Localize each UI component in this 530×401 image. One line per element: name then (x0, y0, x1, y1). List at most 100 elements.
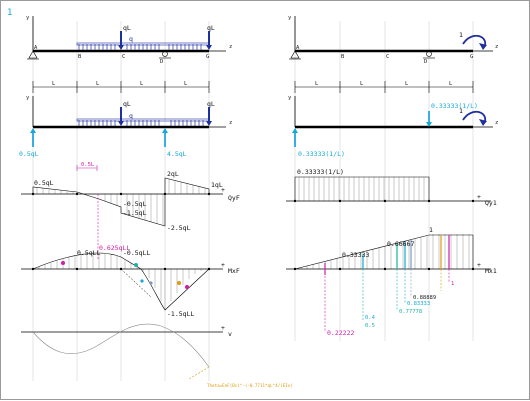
left-span-label-3: L (140, 81, 144, 87)
infl-label-1: 1 (451, 281, 454, 287)
right-node-a: A (296, 45, 300, 51)
left-axis-z2-label: z (229, 120, 232, 126)
infl-label-088889: 0.88889 (413, 295, 436, 301)
right-span-label-4: L (449, 81, 453, 87)
distributed-load-2 (78, 120, 204, 126)
right-beam-2: y z 1 0.33333(1/L) 0.33333(1/L) (288, 95, 498, 158)
right-dimension-line: L L L L (294, 81, 474, 93)
reaction-a-arrow (30, 128, 36, 133)
right-moment-label-1: 1 (429, 226, 433, 234)
right-support-a (289, 50, 301, 60)
right-moment-hatch (300, 234, 470, 269)
right-moment-label-033: 0.33333 (342, 251, 369, 259)
moment-load-arc (462, 34, 486, 46)
distributed-load-1 (78, 44, 202, 50)
right-moment-axis-name: Mx1 (485, 267, 497, 275)
right-reaction-d-arrow (426, 122, 432, 127)
moment-load-arrowhead (479, 43, 487, 50)
left-node-b: B (78, 54, 82, 60)
shear-axis-sign: + (221, 186, 225, 194)
right-axis-z2-label: z (495, 120, 498, 126)
shear-label-05qL: 0.5qL (34, 179, 54, 187)
shear-label-m05qL: -0.5qL (123, 200, 147, 208)
infl-label-077778: 0.77778 (399, 309, 422, 315)
infl-label-05: 0.5 (365, 323, 375, 329)
right-shear-hatch (298, 177, 425, 201)
moment-marker-2 (134, 263, 138, 267)
moment-axis-sign: + (221, 261, 225, 269)
load-q2-label: q (129, 112, 133, 120)
right-span-label-1: L (315, 81, 319, 87)
right-reaction-a-arrow (292, 128, 298, 133)
shear-label-2qL: 2qL (167, 170, 179, 178)
right-shear-label: 0.33333(1/L) (297, 168, 344, 176)
left-axis-y-label: y (26, 15, 30, 21)
point-load-g-label: qL (207, 24, 215, 32)
right-shear-axis-sign: + (477, 193, 481, 201)
left-dimension-line: L L L L (32, 81, 210, 93)
load-q-label: q (129, 35, 133, 43)
right-span-label-2: L (360, 81, 364, 87)
moment-marker-3 (140, 279, 144, 283)
shear-zero-label: 0.5L (81, 162, 95, 168)
left-support-d (159, 51, 171, 59)
point-load-c-label: qL (123, 24, 131, 32)
right-support-d (423, 51, 435, 59)
left-node-g: G (206, 54, 209, 60)
moment-label-m05qLL: -0.5qLL (123, 249, 150, 257)
infl-label-022222: 0.22222 (327, 329, 354, 337)
reaction-a-label: 0.5qL (19, 150, 39, 158)
panel-number: 1 (7, 8, 12, 18)
point-load-g2-label: qL (207, 100, 215, 108)
moment-axis-name: MxF (228, 267, 240, 275)
left-span-label-1: L (52, 81, 56, 87)
shear-label-m25qL: -2.5qL (167, 224, 191, 232)
shear-axis-name: QyF (228, 194, 240, 202)
moment-label-05qLL: 0.5qLL (77, 249, 101, 257)
left-beam-1: y z q qL qL (26, 15, 232, 65)
moment-marker-4 (149, 281, 153, 285)
right-shear-diagram: 0.33333(1/L) + Qy1 (286, 168, 497, 207)
infl-label-04: 0.4 (365, 315, 376, 321)
right-reaction-a-label: 0.33333(1/L) (298, 150, 345, 158)
deflection-note: Theta=EnF(Bc)^-(-0.7711*qL^4/(EIx) (207, 383, 293, 388)
right-span-label-3: L (405, 81, 409, 87)
deflection-axis-sign: + (221, 324, 225, 332)
right-reaction-d-label: 0.33333(1/L) (431, 102, 478, 110)
moment-load2-arrowhead (479, 119, 487, 126)
point-load-c2-label: qL (123, 100, 131, 108)
infl-label-083333: 0.83333 (407, 301, 430, 307)
left-node-c: C (122, 54, 125, 60)
left-span-label-2: L (96, 81, 100, 87)
left-support-a (27, 50, 39, 60)
moment-load2-arc (462, 110, 486, 122)
left-shear-diagram: 0.5L 0.5qL -0.5qL -1.5qL 2qL 1qL -2.5qL … (21, 162, 240, 259)
right-node-d: D (424, 59, 427, 65)
left-span-label-4: L (184, 81, 188, 87)
reaction-d-arrow (162, 128, 168, 133)
left-node-d: D (160, 59, 163, 65)
moment-label-0625qLL: 0.625qLL (99, 244, 130, 252)
right-axis-y-label: y (288, 15, 292, 21)
moment-marker-5 (177, 281, 181, 285)
right-node-b: B (341, 54, 345, 60)
moment-marker-6 (185, 285, 189, 289)
shear-label-m15qL: -1.5qL (123, 209, 147, 217)
deflection-axis-name: v (228, 330, 232, 338)
shear-hatch (36, 179, 206, 226)
left-beam-2: y z q qL qL 0.5qL (19, 95, 232, 158)
right-beam-1: y z 1 A B C D G (288, 15, 498, 65)
right-axis-y2-label: y (288, 95, 292, 101)
right-axis-z-label: z (495, 44, 498, 50)
moment-label-m15qLL: -1.5qLL (167, 310, 194, 318)
left-moment-diagram: 0.5qLL 0.625qLL -0.5qLL -1.5qLL + MxF (21, 244, 240, 318)
moment-load2-label: 1 (459, 107, 463, 115)
moment-load-label: 1 (459, 31, 463, 39)
right-moment-axis-sign: + (477, 261, 481, 269)
right-moment-label-066: 0.66667 (387, 240, 414, 248)
left-axis-y2-label: y (26, 95, 30, 101)
left-deflection-diagram: + v Theta=EnF(Bc)^-(-0.7711*qL^4/(EIx) (21, 323, 293, 388)
right-node-g: G (470, 54, 473, 60)
